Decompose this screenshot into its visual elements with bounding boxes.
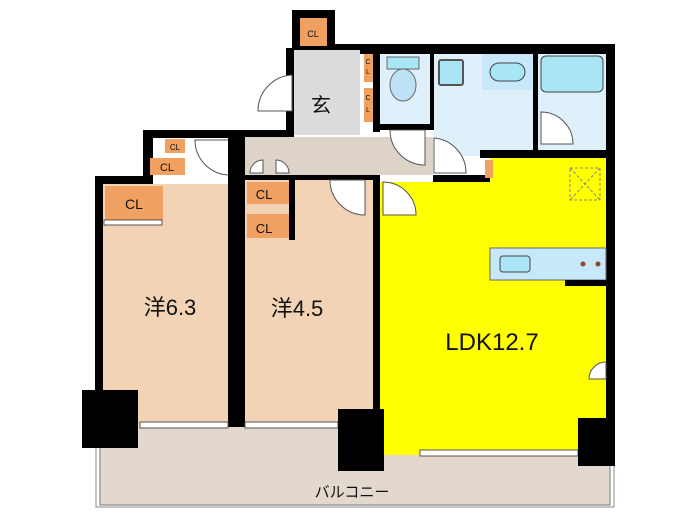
- closet-top: [300, 18, 327, 46]
- closet: [150, 158, 185, 175]
- wall: [289, 180, 295, 240]
- wall: [143, 130, 153, 185]
- wall: [143, 130, 293, 138]
- wall: [606, 44, 615, 464]
- stove-icon: [595, 261, 601, 267]
- wall: [245, 175, 373, 180]
- bathroom-door[interactable]: [540, 111, 574, 145]
- pillar: [82, 390, 138, 448]
- window[interactable]: [419, 449, 579, 457]
- closet-small: [364, 88, 373, 122]
- closet-label: CL: [256, 187, 273, 202]
- closet-label: CL: [160, 162, 174, 174]
- closet-door[interactable]: [249, 159, 264, 174]
- sink-icon: [489, 62, 526, 82]
- closet-room2a: [247, 182, 289, 204]
- wall: [565, 280, 606, 286]
- closet-label: CL: [170, 143, 181, 152]
- kitchen-sink-icon: [499, 255, 531, 273]
- pillar: [338, 409, 384, 471]
- ceiling-hatch-icon: [569, 167, 601, 201]
- wall: [95, 176, 153, 184]
- closet-label: CL: [125, 196, 143, 212]
- entrance-label: 玄: [311, 94, 331, 117]
- balcony-label: バルコニー: [315, 484, 390, 501]
- wall: [373, 175, 380, 437]
- closet-label: L: [366, 69, 370, 76]
- room-label-ldk: LDK12.7: [445, 329, 538, 356]
- bathtub-icon: [540, 55, 604, 93]
- toilet-icon: [389, 68, 417, 102]
- closet-label: C: [365, 95, 370, 102]
- closet-room1: [105, 186, 163, 220]
- closet: [165, 139, 185, 153]
- wall: [433, 175, 490, 182]
- entrance-area: [294, 50, 360, 135]
- room-label-western-2: 洋4.5: [271, 296, 324, 321]
- wall: [228, 137, 245, 427]
- closet-label: CL: [256, 221, 273, 236]
- closet-label: L: [366, 107, 370, 114]
- wall: [373, 50, 380, 132]
- entrance-door[interactable]: [257, 74, 293, 112]
- ldk-closet-door[interactable]: [588, 361, 607, 380]
- closet-label: CL: [307, 29, 319, 39]
- closet-room2b: [247, 214, 289, 238]
- washing-machine-icon: [438, 59, 464, 86]
- ceiling-hatch-icon: [569, 167, 601, 201]
- ldk-door[interactable]: [382, 181, 417, 216]
- closet-door-rail: [103, 219, 163, 226]
- wall: [95, 176, 103, 436]
- room1-door[interactable]: [194, 139, 231, 176]
- wall: [430, 50, 434, 130]
- window[interactable]: [139, 421, 229, 429]
- room2-door[interactable]: [329, 179, 366, 216]
- washroom-door[interactable]: [433, 137, 467, 174]
- wall: [533, 50, 538, 160]
- closet-small: [364, 54, 373, 82]
- stove-icon: [580, 261, 586, 267]
- toilet-door[interactable]: [389, 129, 426, 166]
- wall: [333, 44, 615, 54]
- pillar: [578, 418, 615, 466]
- wall: [480, 150, 610, 158]
- toilet-tank: [386, 56, 420, 70]
- window[interactable]: [244, 421, 339, 429]
- wall: [378, 124, 434, 130]
- closet-door[interactable]: [275, 159, 290, 174]
- room-label-western-1: 洋6.3: [144, 295, 197, 320]
- closet-label: C: [365, 59, 370, 66]
- ldk-room: [380, 158, 606, 455]
- closet: [485, 160, 493, 178]
